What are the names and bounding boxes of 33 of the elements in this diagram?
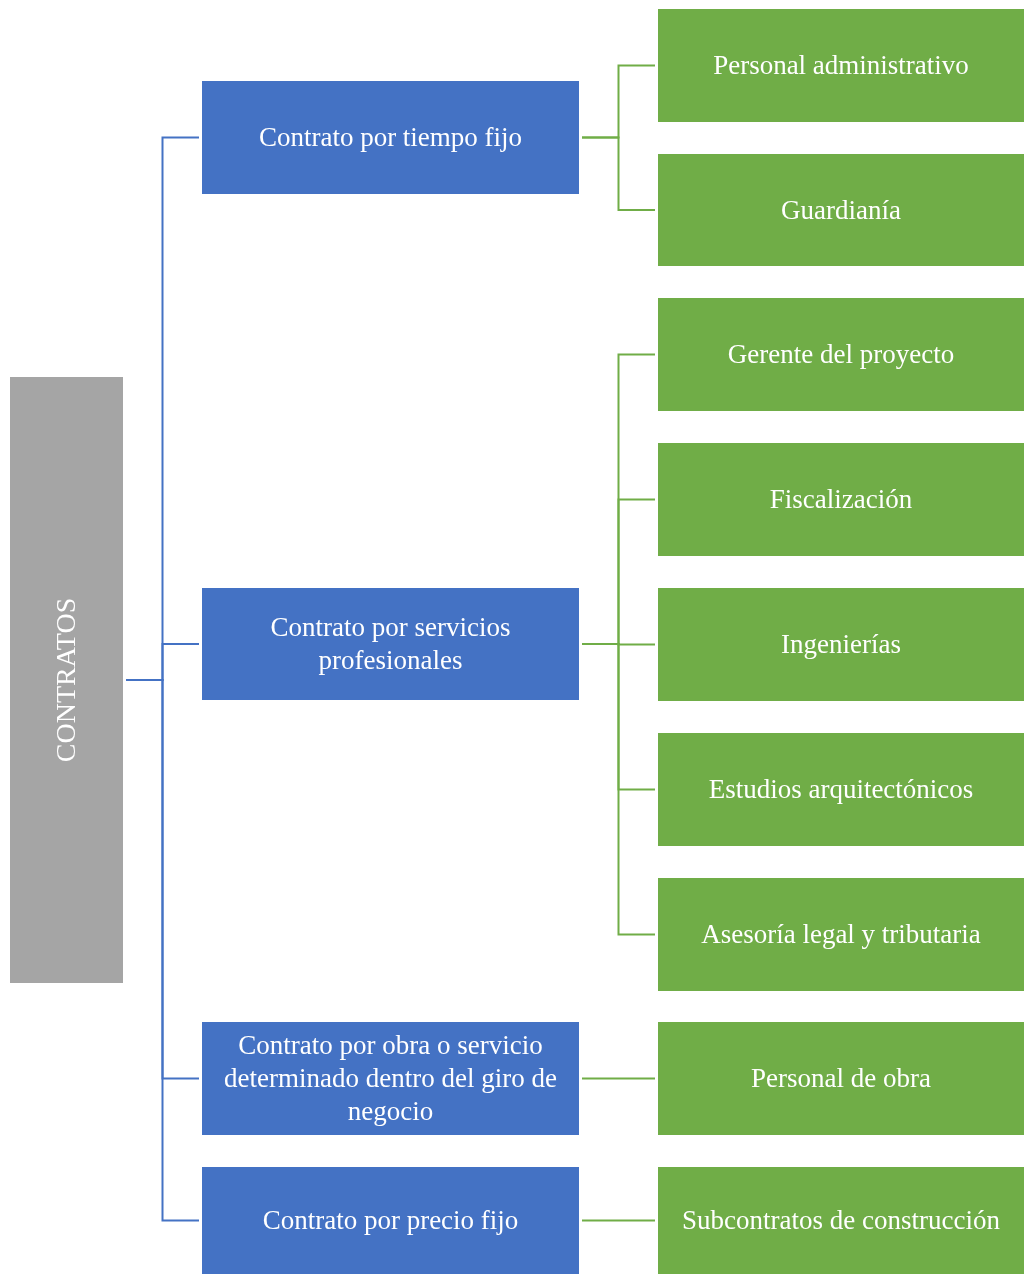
contract-type-box <box>202 81 579 194</box>
connector-line <box>581 1219 656 1222</box>
box-label: Contrato por servicios profesionales <box>269 611 512 677</box>
category-box <box>10 377 123 983</box>
contract-type-box <box>202 1022 579 1135</box>
contract-type-box <box>202 588 579 700</box>
box-label: Contrato por precio fijo <box>262 1204 519 1237</box>
box-label: Personal administrativo <box>713 49 969 82</box>
role-box <box>658 733 1024 846</box>
box-label: Subcontratos de construcción <box>682 1204 1000 1237</box>
category-label: CONTRATOS <box>49 597 83 763</box>
box-label: Fiscalización <box>769 483 913 516</box>
role-box <box>658 1167 1024 1274</box>
role-box <box>658 878 1024 991</box>
box-label: Asesoría legal y tributaria <box>701 918 981 951</box>
box-label: Gerente del proyecto <box>727 338 955 371</box>
box-label: Contrato por tiempo fijo <box>258 121 523 154</box>
role-box <box>658 588 1024 701</box>
box-label: Estudios arquitectónicos <box>708 773 974 806</box>
role-box <box>658 9 1024 122</box>
role-box <box>658 1022 1024 1135</box>
role-box <box>658 298 1024 411</box>
connector-line <box>581 136 656 211</box>
connector-line <box>581 1077 656 1080</box>
connector-line <box>581 643 656 936</box>
box-label: Ingenierías <box>781 628 901 661</box>
contract-type-box <box>202 1167 579 1274</box>
box-label: Personal de obra <box>751 1062 931 1095</box>
box-label: Guardianía <box>781 193 901 227</box>
role-box <box>658 154 1024 266</box>
role-box <box>658 443 1024 556</box>
box-label: Contrato por obra o servicio determinado dentro del giro de negocio <box>223 1029 558 1128</box>
connector-line <box>125 679 200 1222</box>
